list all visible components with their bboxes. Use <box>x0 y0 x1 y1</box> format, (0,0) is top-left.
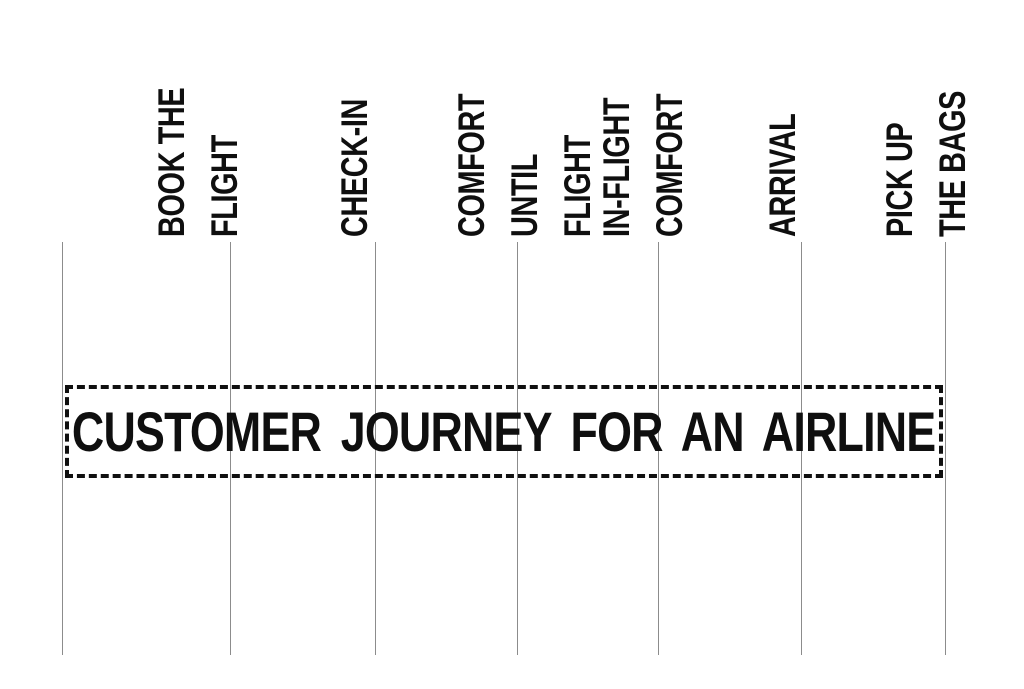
column-label-text: IN-FLIGHT COMFORT <box>596 93 690 237</box>
column-label-text: CHECK-IN <box>334 99 375 237</box>
column-label-text: PICK UP THE BAGS <box>879 90 973 237</box>
column-label-in-flight-comfort: IN-FLIGHT COMFORT <box>537 7 696 237</box>
column-separator-line <box>517 242 518 655</box>
journey-title: CUSTOMER JOURNEY FOR AN AIRLINE <box>72 400 936 463</box>
column-separator-line <box>375 242 376 655</box>
column-separator-line <box>230 242 231 655</box>
column-label-book-the-flight: BOOK THE FLIGHT <box>92 7 251 237</box>
column-label-arrival: ARRIVAL <box>703 7 809 237</box>
column-label-check-in: CHECK-IN <box>275 7 381 237</box>
journey-title-box: CUSTOMER JOURNEY FOR AN AIRLINE <box>65 385 943 478</box>
column-label-text: BOOK THE FLIGHT <box>151 87 245 237</box>
column-separator-line <box>945 242 946 655</box>
column-label-pick-up-the-bags: PICK UP THE BAGS <box>820 7 979 237</box>
column-separator-line <box>801 242 802 655</box>
column-separator-line <box>658 242 659 655</box>
column-separator-line <box>62 242 63 655</box>
column-label-text: ARRIVAL <box>762 113 803 237</box>
